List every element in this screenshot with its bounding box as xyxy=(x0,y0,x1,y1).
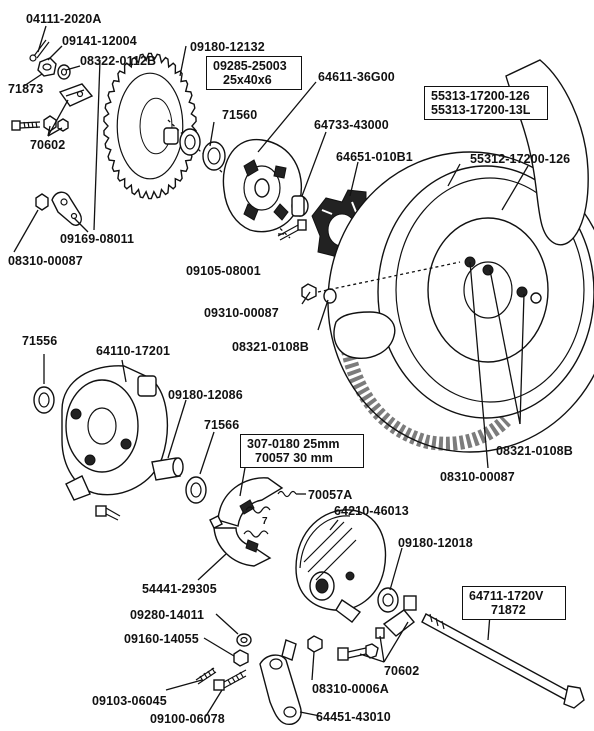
label-71566: 71566 xyxy=(204,418,240,432)
label-55312-17200-126: 55312-17200-126 xyxy=(470,152,571,166)
label-71560: 71560 xyxy=(222,108,258,122)
castle-nut-icon xyxy=(37,57,57,77)
brake-hub-icon xyxy=(61,365,168,501)
label-71873: 71873 xyxy=(8,82,44,96)
box-tire-line2: 55313-17200-13L xyxy=(431,103,531,117)
label-box-spring: 307-0180 25mm 70057 30 mm xyxy=(240,434,364,468)
small-nuts-icon xyxy=(43,115,69,132)
chain-adjuster-icon xyxy=(58,83,94,107)
label-71556: 71556 xyxy=(22,334,58,348)
label-08321-0108B-right: 08321-0108B xyxy=(496,444,573,458)
leader-lines xyxy=(13,25,529,717)
label-09180-12018: 09180-12018 xyxy=(398,536,473,550)
label-08310-00087-left: 08310-00087 xyxy=(8,254,83,268)
label-box-tire: 55313-17200-126 55313-17200-13L xyxy=(424,86,548,120)
nut-09160-icon xyxy=(233,649,249,667)
hub-bolt-icon xyxy=(95,505,121,521)
washer-09280-icon xyxy=(236,633,252,647)
brake-panel-icon xyxy=(295,509,387,623)
label-09169-08011: 09169-08011 xyxy=(60,232,135,246)
bolt-70602-bottom-icon xyxy=(337,643,379,661)
label-09280-14011: 09280-14011 xyxy=(130,608,205,622)
label-09103-06045: 09103-06045 xyxy=(92,694,167,708)
box-bearing-line1: 09285-25003 xyxy=(213,59,287,73)
label-09160-14055: 09160-14055 xyxy=(124,632,199,646)
label-box-bearing: 09285-25003 25x40x6 xyxy=(206,56,302,90)
box-axle-line1: 64711-1720V xyxy=(469,589,544,603)
label-54441-29305: 54441-29305 xyxy=(142,582,217,596)
wheel-nut-icon xyxy=(301,261,461,304)
label-08310-0006A: 08310-0006A xyxy=(312,682,389,696)
label-09105-08001: 09105-08001 xyxy=(186,264,261,278)
svg-text:7: 7 xyxy=(262,516,268,527)
box-spring-line2: 70057 30 mm xyxy=(255,451,333,465)
hub-spacer-icon xyxy=(151,457,184,481)
cotter-pin-icon xyxy=(29,39,50,62)
box-spring-line1: 307-0180 25mm xyxy=(247,437,340,451)
label-09180-12132: 09180-12132 xyxy=(190,40,265,54)
label-64733-43000: 64733-43000 xyxy=(314,118,389,132)
label-64611-36G00: 64611-36G00 xyxy=(318,70,395,84)
label-09141-12004: 09141-12004 xyxy=(62,34,137,48)
washer-icon xyxy=(57,64,71,80)
label-09310-00087: 09310-00087 xyxy=(204,306,279,320)
hub-bearing-left-icon xyxy=(33,386,55,414)
label-09180-12086: 09180-12086 xyxy=(168,388,243,402)
label-08321-0108B-mid: 08321-0108B xyxy=(232,340,309,354)
label-64110-17201: 64110-17201 xyxy=(96,344,171,358)
label-08322-0112B: 08322-0112B xyxy=(80,54,157,68)
panel-spacer-icon xyxy=(377,587,399,613)
bolt-icon-top-left xyxy=(11,120,41,131)
adjuster-plate-icon xyxy=(51,191,82,226)
label-70602-top: 70602 xyxy=(30,138,66,152)
hub-bearing-right-icon xyxy=(185,476,207,504)
wheel-tire-icon xyxy=(327,59,594,453)
label-70057A: 70057A xyxy=(308,488,353,502)
box-bearing-line2: 25x40x6 xyxy=(223,73,272,87)
sprocket-inner-ring xyxy=(116,72,184,180)
box-axle-line2: 71872 xyxy=(491,603,526,617)
spacer-icon xyxy=(291,195,309,217)
chain-adjuster-bottom-icon xyxy=(375,595,417,639)
label-64451-43010: 64451-43010 xyxy=(316,710,391,724)
brake-arm-icon xyxy=(259,639,302,725)
axle-icon xyxy=(421,613,585,709)
label-09100-06078: 09100-06078 xyxy=(150,712,225,726)
nut-08310-0006a-icon xyxy=(307,635,323,653)
brake-shoes-icon: 7 xyxy=(209,477,297,567)
label-70602-bottom: 70602 xyxy=(384,664,420,678)
bolt-09103-icon xyxy=(195,667,217,685)
sprocket-icon xyxy=(103,52,197,200)
nut-left-icon xyxy=(35,193,49,211)
label-box-axle: 64711-1720V 71872 xyxy=(462,586,566,620)
label-08310-00087-right: 08310-00087 xyxy=(440,470,515,484)
label-04111-2020A: 04111-2020A xyxy=(26,12,102,26)
bolt-09100-icon xyxy=(213,669,247,691)
label-64651-010B1: 64651-010B1 xyxy=(336,150,413,164)
sprocket-bearing-icon xyxy=(163,127,226,171)
box-tire-line1: 55313-17200-126 xyxy=(431,89,530,103)
sprocket-hub xyxy=(139,97,173,155)
label-64210-46013: 64210-46013 xyxy=(334,504,409,518)
driven-flange-icon xyxy=(222,138,302,233)
